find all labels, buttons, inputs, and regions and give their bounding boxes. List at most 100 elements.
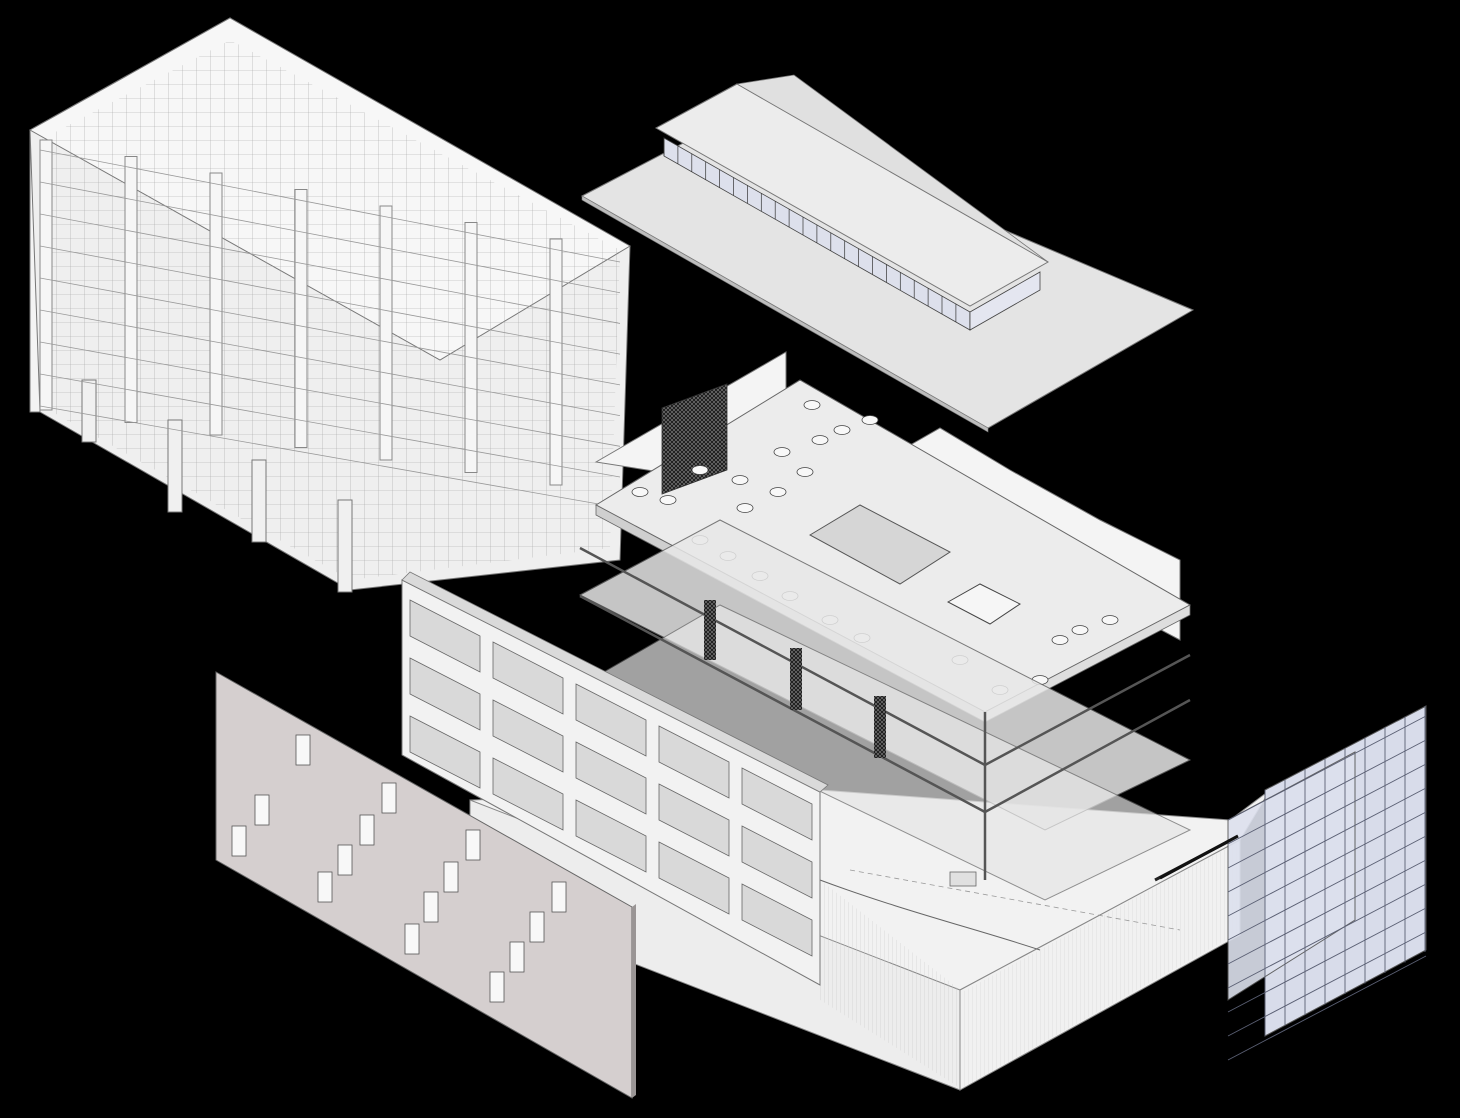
screen-opening (231, 825, 247, 857)
mesh-columns (704, 600, 886, 758)
frame-floor-line (39, 245, 621, 355)
structural-frame (28, 17, 631, 593)
pavilion-mullions (663, 138, 971, 330)
floor-edges (579, 546, 1191, 880)
frame-floor-lines (39, 149, 621, 509)
table (731, 475, 749, 485)
frame-column (251, 459, 267, 543)
screen-edge (632, 904, 636, 1098)
curtain-transom (1227, 739, 1427, 845)
facade-panels (409, 599, 813, 957)
facade-panel (741, 825, 813, 899)
screen-opening (359, 814, 375, 846)
mesh-panel-top (661, 383, 728, 495)
curtain-transom (1227, 763, 1427, 869)
table (659, 495, 677, 505)
table (803, 400, 821, 410)
plinth-front-texture (820, 880, 960, 1088)
screen-openings (231, 734, 567, 1003)
frame-pilaster (294, 189, 308, 448)
table (861, 415, 879, 425)
plinth-hatch (949, 871, 977, 887)
facade-panel (741, 883, 813, 957)
screen-opening (423, 891, 439, 923)
mesh-column (704, 600, 716, 660)
frame-columns (81, 379, 353, 593)
facade-panel (575, 741, 647, 815)
screen-opening (489, 971, 505, 1003)
frame-floor-line (39, 341, 621, 447)
screen-opening (465, 829, 481, 861)
roof-pavilion (580, 74, 1195, 433)
curtain-wall (1159, 705, 1427, 1061)
table (736, 503, 754, 513)
facade-panel (492, 641, 564, 715)
curtain-wall-mullions (1227, 706, 1427, 1061)
facade-panel (658, 783, 730, 857)
screen-opening (317, 871, 333, 903)
table (691, 465, 709, 475)
facade-panel (741, 767, 813, 841)
frame-pilasters (39, 139, 563, 486)
mesh-column (790, 648, 802, 710)
curtain-transom (1227, 907, 1427, 1013)
curtain-transom (1227, 859, 1427, 965)
lower-floor-slab (588, 604, 1192, 901)
floor-edge (579, 546, 986, 767)
frame-column (167, 419, 183, 513)
plinth-dashed-line (849, 869, 1181, 931)
screen-opening (254, 794, 270, 826)
screen-opening (529, 911, 545, 943)
screen-opening (551, 881, 567, 913)
bar-counter (946, 583, 1021, 625)
facade-panel (575, 683, 647, 757)
plinth-side-texture (962, 842, 1238, 1088)
facade-panel (492, 757, 564, 831)
pavilion-roof-ridge (735, 74, 1049, 263)
floor-edge (984, 653, 1191, 767)
screen-opening (509, 941, 525, 973)
table (1071, 625, 1089, 635)
pavilion-glazing-side (969, 271, 1041, 331)
curtain-transom (1227, 955, 1427, 1061)
curtain-transom (1227, 835, 1427, 941)
frame-floor-line (39, 405, 621, 509)
table (1101, 615, 1119, 625)
frame-floor-line (39, 309, 621, 416)
facade-panel (492, 699, 564, 773)
curtain-transom (1227, 931, 1427, 1037)
curtain-transom (1227, 787, 1427, 893)
curtain-wall-rail (1159, 834, 1239, 880)
facade-panel (409, 715, 481, 789)
frame-floor-line (39, 181, 621, 294)
facade-return (401, 571, 829, 793)
frame-pilaster (209, 172, 223, 436)
table (833, 425, 851, 435)
table (1051, 635, 1069, 645)
floor-edge (984, 698, 1191, 814)
curtain-transom (1227, 883, 1427, 989)
frame-floor-line (39, 213, 621, 324)
frame-column (337, 499, 353, 593)
screen-opening (404, 923, 420, 955)
screen-opening (337, 844, 353, 876)
frame-pilaster (39, 139, 53, 411)
table (769, 487, 787, 497)
interior-floors (578, 351, 1192, 901)
curtain-transom (1227, 811, 1427, 917)
frame-pilaster (124, 156, 138, 423)
mesh-column (874, 696, 886, 758)
roof-slab-edge (581, 195, 989, 433)
facade-panel (658, 841, 730, 915)
table (773, 447, 791, 457)
frame-column (81, 379, 97, 443)
plinth-ramp (819, 879, 1041, 951)
perforated-screen (215, 671, 636, 1099)
facade-panel (575, 799, 647, 873)
facade-panel (409, 657, 481, 731)
atrium-void (808, 504, 951, 585)
curtain-transom (1227, 715, 1427, 821)
screen-opening (295, 734, 311, 766)
